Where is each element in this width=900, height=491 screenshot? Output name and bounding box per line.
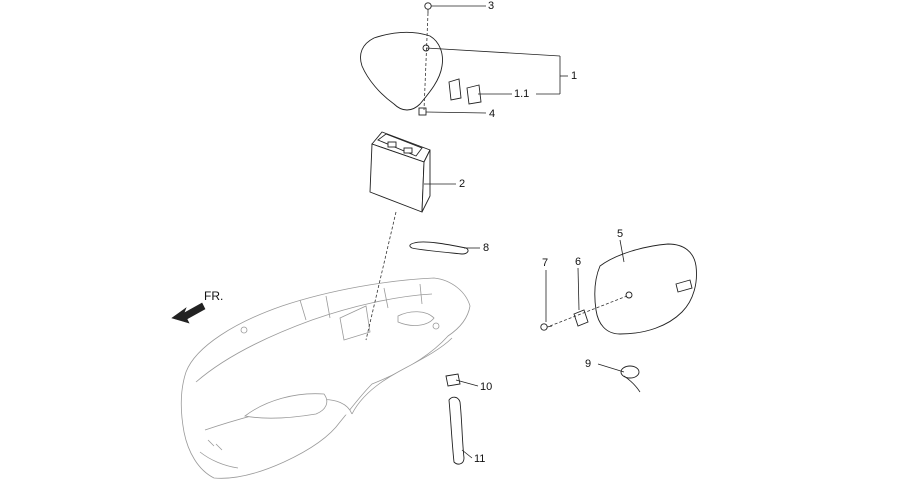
battery-cover-part: [360, 31, 443, 111]
part-label-8: 8: [483, 242, 490, 254]
part-label-3: 3: [488, 0, 495, 12]
cable-tie-part: [597, 363, 641, 393]
part-label-2: 2: [459, 178, 466, 190]
part-label-1-1: 1.1: [514, 88, 530, 100]
part-label-9: 9: [585, 358, 592, 370]
part-label-10: 10: [480, 381, 493, 393]
scooter-body: [180, 277, 471, 479]
front-arrow-icon: [171, 302, 206, 324]
part-label-7: 7: [542, 257, 549, 269]
hose-part: [448, 396, 465, 465]
leader-lines: [424, 5, 625, 459]
part-label-1: 1: [571, 70, 578, 82]
front-indicator-label: FR.: [204, 289, 224, 303]
side-cover-part: [594, 243, 697, 335]
part-label-6: 6: [575, 256, 582, 268]
part-label-4: 4: [489, 108, 496, 120]
part-label-5: 5: [617, 228, 624, 240]
rubber-strip-part: [409, 241, 469, 255]
screw-part-7: [540, 323, 553, 331]
cover-pad-part: [448, 78, 462, 101]
screw-part-3: [424, 2, 432, 13]
battery-part: [369, 131, 431, 213]
nut-part-4: [418, 107, 427, 116]
part-label-11: 11: [474, 453, 486, 465]
clip-nut-part: [573, 309, 589, 327]
cover-pad-part: [466, 84, 482, 105]
connector-part: [445, 373, 461, 387]
